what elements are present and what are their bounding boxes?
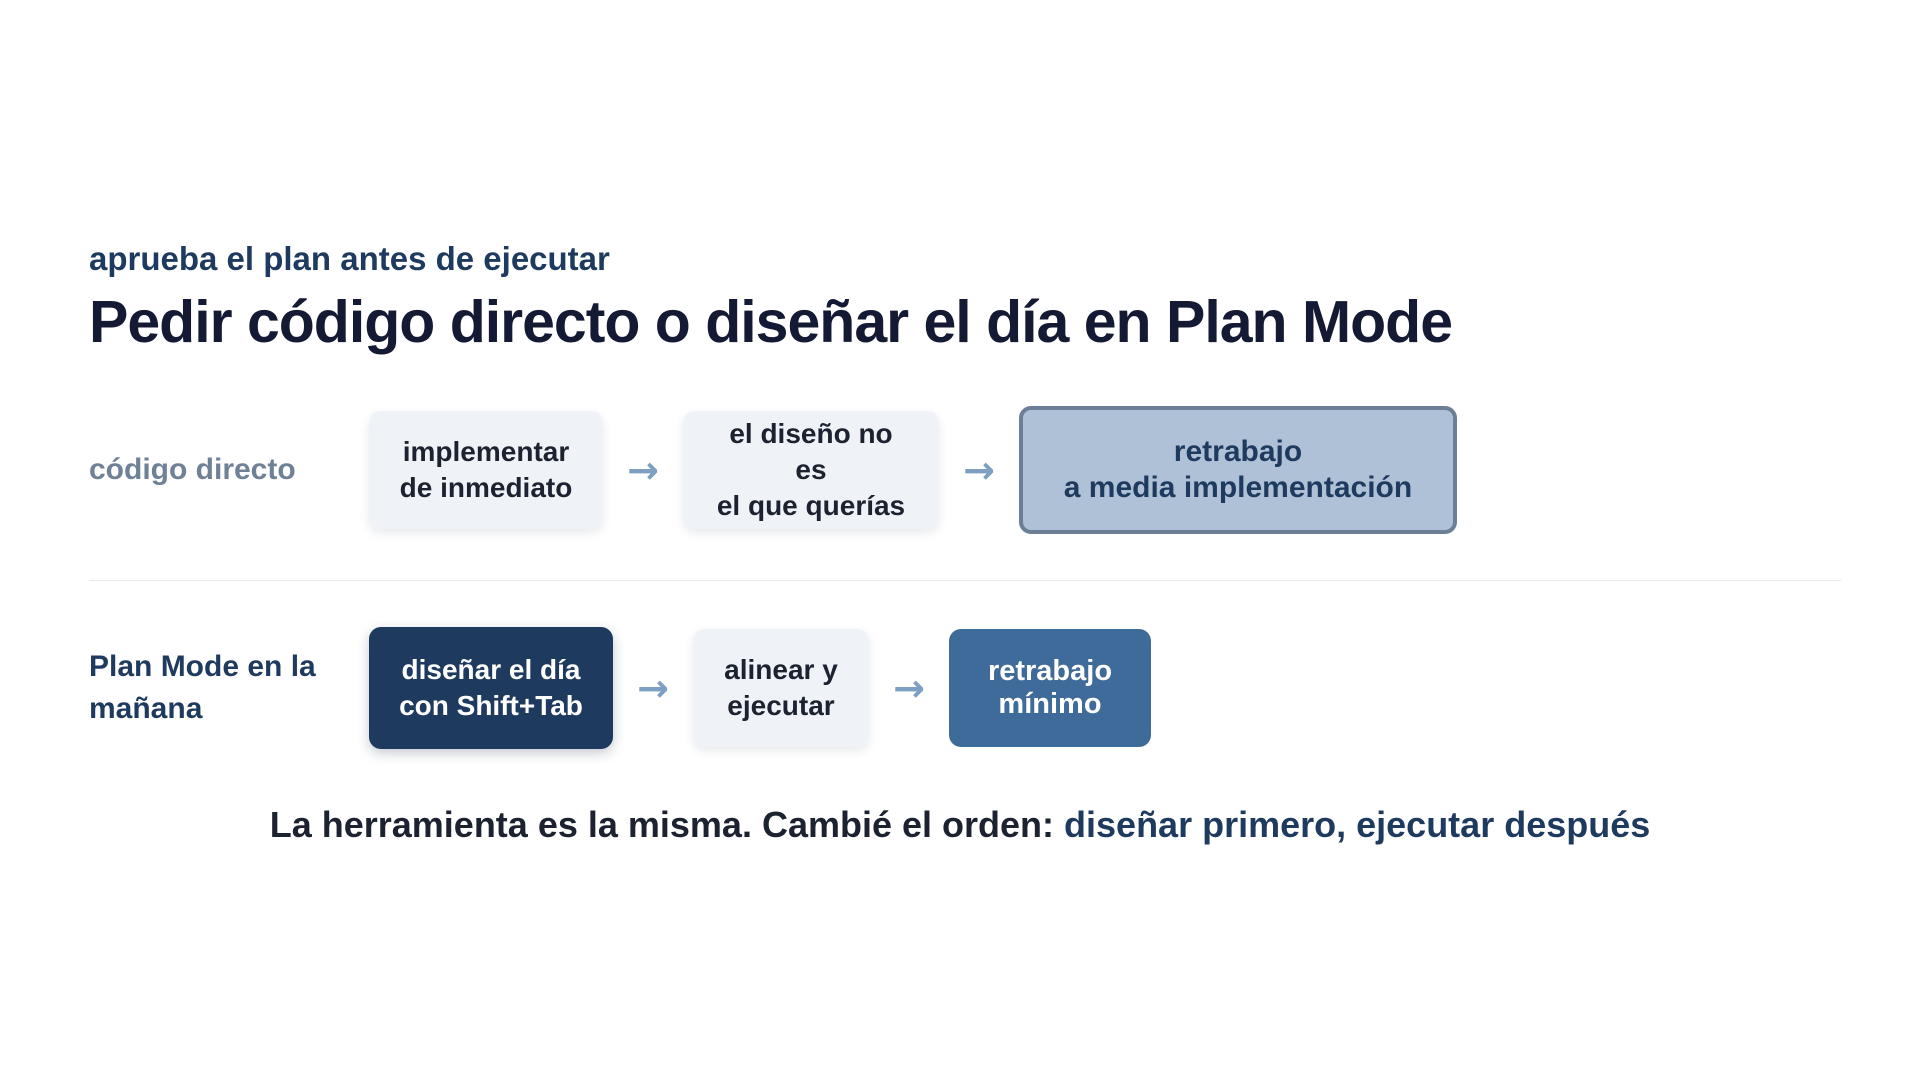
step-wrong-design: el diseño no es el que querías: [683, 411, 939, 529]
flow-direct: implementar de inmediato → el diseño no …: [369, 406, 1457, 534]
kicker-text: aprueba el plan antes de ejecutar: [89, 240, 610, 277]
arrow-icon: →: [963, 448, 995, 492]
row-divider: [89, 580, 1841, 581]
arrow-icon: →: [637, 666, 669, 710]
flow-plan: diseñar el día con Shift+Tab → alinear y…: [369, 627, 1151, 749]
conclusion-text: La herramienta es la misma. Cambié el or…: [0, 804, 1920, 846]
step-minimal-rework: retrabajo mínimo: [949, 629, 1151, 747]
page-title: Pedir código directo o diseñar el día en…: [89, 289, 1453, 355]
conclusion-prefix: La herramienta es la misma. Cambié el or…: [269, 804, 1065, 845]
step-design-day: diseñar el día con Shift+Tab: [369, 627, 613, 749]
arrow-icon: →: [627, 448, 659, 492]
conclusion-highlight: diseñar primero, ejecutar después: [1064, 804, 1651, 845]
arrow-icon: →: [893, 666, 925, 710]
step-rework-midway: retrabajo a media implementación: [1019, 406, 1457, 534]
step-implement-now: implementar de inmediato: [369, 411, 603, 529]
step-align-execute: alinear y ejecutar: [693, 629, 869, 747]
row-plan-mode: Plan Mode en la mañana diseñar el día co…: [89, 626, 1151, 750]
row-direct-code: código directo implementar de inmediato …: [89, 406, 1457, 534]
row-label-direct: código directo: [89, 453, 296, 486]
row-label-plan: Plan Mode en la mañana: [89, 650, 316, 725]
